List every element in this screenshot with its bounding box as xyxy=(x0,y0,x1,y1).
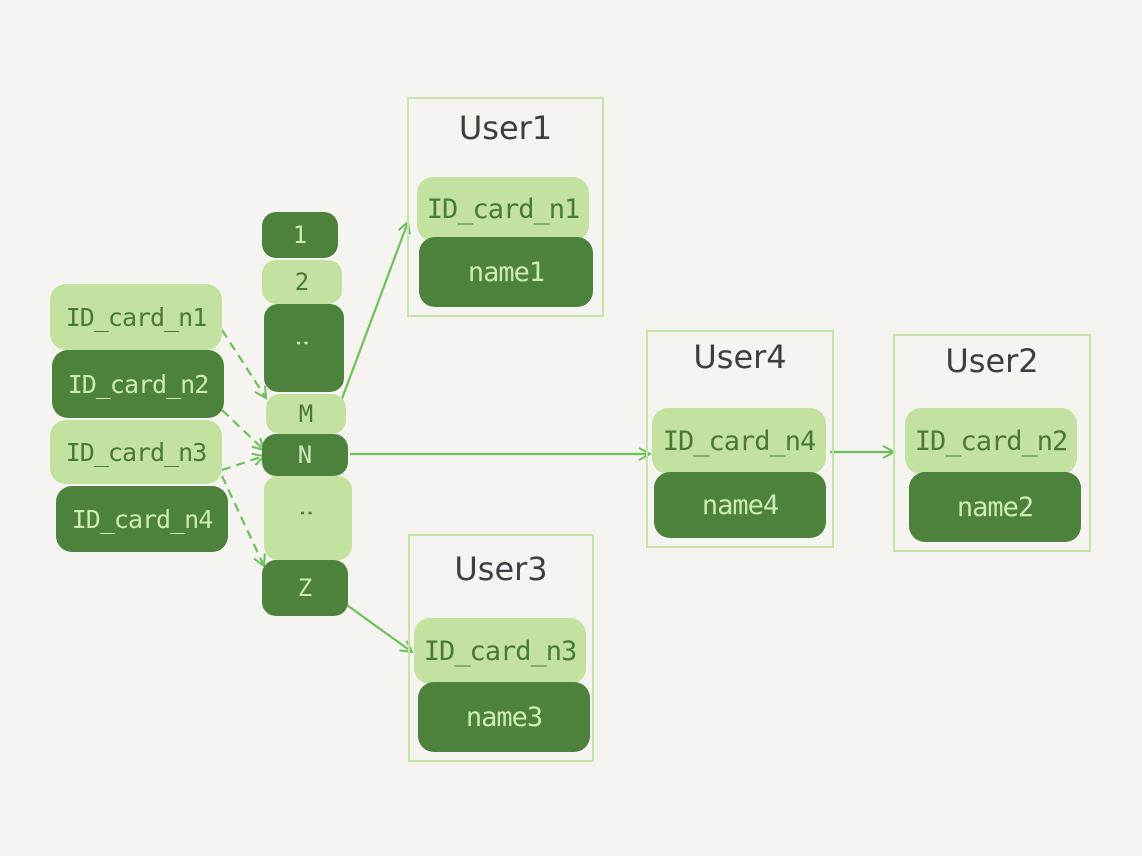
hash-arrow-n4 xyxy=(221,475,264,566)
user3-title: User3 xyxy=(454,550,548,588)
user3-id-card: ID_card_n3 xyxy=(414,618,586,684)
user1-name: name1 xyxy=(419,237,593,307)
key-id-card-n4: ID_card_n4 xyxy=(56,486,228,552)
key-id-card-n2: ID_card_n2 xyxy=(52,350,224,418)
hash-arrow-n1 xyxy=(221,329,266,398)
bucket-1: 1 xyxy=(262,212,338,258)
user4-title: User4 xyxy=(693,338,787,376)
user1-record: User1 ID_card_n1 name1 xyxy=(407,97,604,317)
bucket-2: 2 xyxy=(262,260,342,304)
hash-arrow-n3 xyxy=(221,456,264,472)
bucket-n: N xyxy=(262,434,348,476)
user2-record: User2 ID_card_n2 name2 xyxy=(893,334,1091,552)
bucket-ellipsis-upper: : xyxy=(264,304,344,392)
user4-record: User4 ID_card_n4 name4 xyxy=(646,330,834,548)
hash-arrow-n2 xyxy=(221,409,264,450)
bucket-z-arrow xyxy=(339,599,412,652)
key-id-card-n3: ID_card_n3 xyxy=(50,420,222,484)
key-id-card-n1: ID_card_n1 xyxy=(50,284,222,350)
user4-name: name4 xyxy=(654,472,826,538)
user2-title: User2 xyxy=(945,342,1039,380)
bucket-m-arrow xyxy=(338,222,408,405)
user1-id-card: ID_card_n1 xyxy=(417,177,589,241)
user3-name: name3 xyxy=(418,682,590,752)
user1-title: User1 xyxy=(458,109,553,147)
bucket-ellipsis-lower: : xyxy=(264,476,352,560)
user3-record: User3 ID_card_n3 name3 xyxy=(408,534,594,762)
user2-id-card: ID_card_n2 xyxy=(905,408,1077,474)
bucket-m: M xyxy=(266,394,346,434)
bucket-z: Z xyxy=(262,560,348,616)
user4-id-card: ID_card_n4 xyxy=(652,408,826,474)
user2-name: name2 xyxy=(909,472,1081,542)
